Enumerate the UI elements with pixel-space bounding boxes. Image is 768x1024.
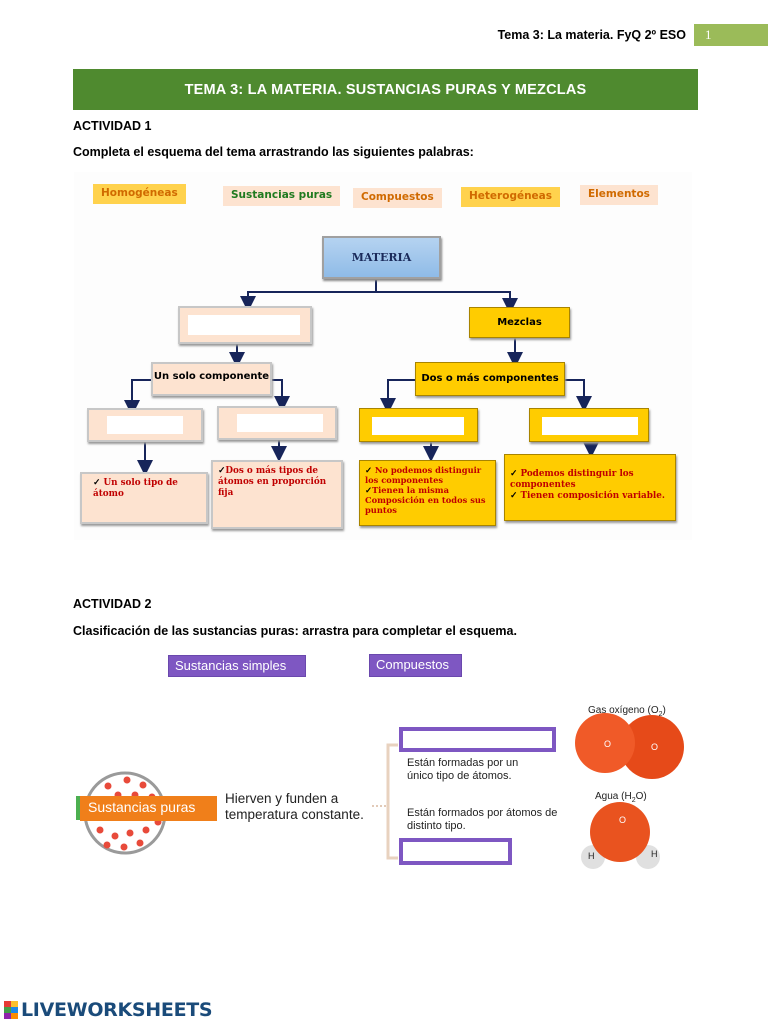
page-number-badge: 1 bbox=[694, 24, 768, 46]
document-header-title: Tema 3: La materia. FyQ 2º ESO bbox=[497, 28, 686, 42]
drag-word-sustancias-puras[interactable]: Sustancias puras bbox=[223, 186, 341, 206]
description-compuestos: Están formados por átomos de distinto ti… bbox=[407, 807, 558, 832]
un-solo-componente-box: Un solo componente bbox=[151, 362, 272, 396]
drag-chip-compuestos[interactable]: Compuestos bbox=[369, 654, 462, 677]
drag-word-compuestos[interactable]: Compuestos bbox=[353, 188, 442, 208]
drop-box-compuestos[interactable] bbox=[217, 406, 337, 440]
drop-box-sustancias-puras[interactable] bbox=[178, 306, 312, 344]
atom-o-label: O bbox=[604, 739, 612, 749]
drop-box-compuestos[interactable] bbox=[399, 838, 512, 865]
drop-box-homogeneas[interactable] bbox=[359, 408, 478, 442]
materia-root-box: MATERIA bbox=[322, 236, 441, 279]
liveworksheets-mark-icon bbox=[4, 1001, 18, 1019]
diagram-connectors bbox=[124, 280, 599, 476]
description-homogeneas: ✓ No podemos distinguir los componentes … bbox=[359, 460, 496, 526]
sustancias-puras-description: Hierven y funden a temperatura constante… bbox=[225, 791, 364, 822]
drop-slot[interactable] bbox=[372, 417, 464, 435]
liveworksheets-logo-text: LIVEWORKSHEETS bbox=[21, 999, 213, 1021]
dos-o-mas-componentes-box: Dos o más componentes bbox=[415, 362, 565, 396]
drop-box-elementos[interactable] bbox=[87, 408, 203, 442]
drop-slot[interactable] bbox=[188, 315, 300, 335]
sustancias-puras-label: Sustancias puras bbox=[80, 796, 217, 821]
drop-slot[interactable] bbox=[237, 414, 323, 432]
description-elementos: ✓ Un solo tipo de átomo bbox=[80, 472, 208, 524]
liveworksheets-logo: LIVEWORKSHEETS bbox=[4, 998, 213, 1022]
activity-1-instruction: Completa el esquema del tema arrastrando… bbox=[73, 145, 474, 159]
description-heterogeneas: ✓ Podemos distinguir los componentes ✓ T… bbox=[504, 454, 676, 521]
drag-word-homogeneas[interactable]: Homogéneas bbox=[93, 184, 186, 204]
molecule-o2-label: Gas oxígeno (O2) bbox=[588, 705, 666, 718]
drop-slot[interactable] bbox=[542, 417, 638, 435]
drag-word-heterogeneas[interactable]: Heterogéneas bbox=[461, 187, 561, 207]
atom-h-label: H bbox=[588, 851, 595, 861]
activity-2-label: ACTIVIDAD 2 bbox=[73, 597, 152, 611]
activity-1-diagram: Homogéneas Sustancias puras Compuestos H… bbox=[74, 172, 692, 540]
description-compuestos: ✓Dos o más tipos de átomos en proporción… bbox=[211, 460, 343, 529]
description-sustancias-simples: Están formadas por un único tipo de átom… bbox=[407, 757, 519, 782]
molecule-h2o-label: Agua (H2O) bbox=[595, 791, 647, 804]
drag-word-elementos[interactable]: Elementos bbox=[580, 185, 658, 205]
topic-banner: TEMA 3: LA MATERIA. SUSTANCIAS PURAS Y M… bbox=[73, 69, 698, 110]
drop-box-sustancias-simples[interactable] bbox=[399, 727, 556, 752]
drag-chip-sustancias-simples[interactable]: Sustancias simples bbox=[168, 655, 306, 677]
activity-2-instruction: Clasificación de las sustancias puras: a… bbox=[73, 624, 517, 638]
atom-h-label: H bbox=[651, 849, 658, 859]
activity-1-label: ACTIVIDAD 1 bbox=[73, 119, 152, 133]
atom-o-label: O bbox=[619, 815, 627, 825]
drop-slot[interactable] bbox=[107, 416, 183, 434]
drop-box-heterogeneas[interactable] bbox=[529, 408, 649, 442]
mezclas-box: Mezclas bbox=[469, 307, 570, 338]
atom-o-label: O bbox=[651, 742, 659, 752]
